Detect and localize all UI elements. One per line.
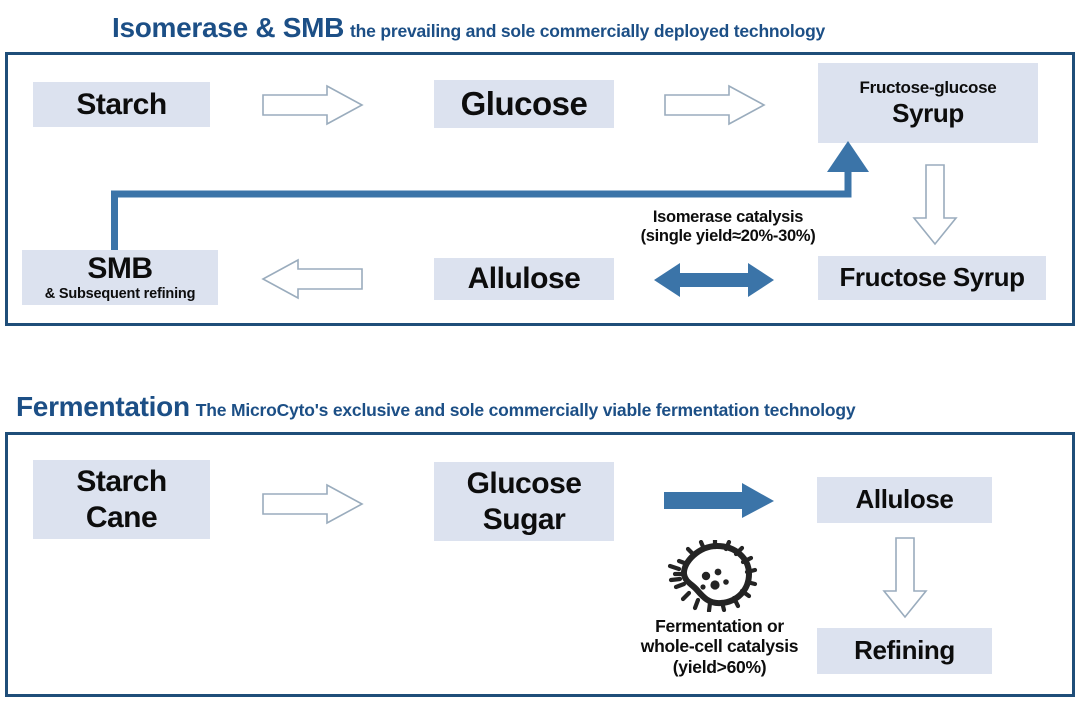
node-glucose: Glucose xyxy=(434,80,614,128)
node-refining: Refining xyxy=(817,628,992,674)
node-allulose-isomerase: Allulose xyxy=(434,258,614,300)
node-fructose-glucose-syrup: Fructose-glucose Syrup xyxy=(818,63,1038,143)
node-starch-cane-label-line2: Cane xyxy=(85,500,158,534)
caption-fermentation-yield: Fermentation or whole-cell catalysis (yi… xyxy=(640,616,799,677)
section-1-heading-main: Isomerase & SMB xyxy=(112,12,345,43)
microbe-icon xyxy=(667,540,758,612)
arrow-allulose-to-refining xyxy=(882,537,928,619)
connector-smb-recycle xyxy=(111,141,869,251)
node-fructose-syrup: Fructose Syrup xyxy=(818,256,1046,300)
section-2-heading-sub: The MicroCyto's exclusive and sole comme… xyxy=(195,400,856,420)
node-smb: SMB & Subsequent refining xyxy=(22,250,218,305)
node-allulose-fermentation: Allulose xyxy=(817,477,992,523)
node-glucose-sugar-label-line1: Glucose xyxy=(466,467,582,500)
node-allulose-fermentation-label: Allulose xyxy=(855,484,954,515)
node-smb-sublabel: & Subsequent refining xyxy=(44,285,196,302)
arrow-allulose-fructose-syrup-equilibrium xyxy=(654,263,774,297)
caption-isomerase-catalysis: Isomerase catalysis (single yield≈20%-30… xyxy=(640,208,816,246)
node-starch-cane: Starch Cane xyxy=(33,460,210,539)
section-1-heading-sub: the prevailing and sole commercially dep… xyxy=(350,21,826,41)
node-starch-cane-label-line1: Starch xyxy=(76,465,167,498)
arrow-starch-cane-to-glucose-sugar xyxy=(262,483,364,525)
node-fructose-glucose-syrup-label-top: Fructose-glucose xyxy=(859,77,997,97)
arrow-allulose-to-smb xyxy=(261,258,363,300)
node-glucose-sugar: Glucose Sugar xyxy=(434,462,614,541)
arrow-fructose-glucose-syrup-to-fructose-syrup xyxy=(912,164,958,246)
arrow-glucose-sugar-to-allulose xyxy=(664,483,774,518)
node-smb-label: SMB xyxy=(87,252,153,286)
node-refining-label: Refining xyxy=(854,635,955,666)
node-fructose-syrup-label: Fructose Syrup xyxy=(839,262,1025,293)
node-starch-label: Starch xyxy=(76,87,167,121)
node-starch: Starch xyxy=(33,82,210,127)
arrow-starch-to-glucose xyxy=(262,84,364,126)
node-glucose-label: Glucose xyxy=(460,84,588,122)
node-fructose-glucose-syrup-label-bottom: Syrup xyxy=(892,97,964,128)
arrow-glucose-to-fructose-glucose-syrup xyxy=(664,84,766,126)
node-allulose-isomerase-label: Allulose xyxy=(467,262,581,296)
node-glucose-sugar-label-line2: Sugar xyxy=(482,502,566,536)
section-2-heading-main: Fermentation xyxy=(16,391,190,422)
